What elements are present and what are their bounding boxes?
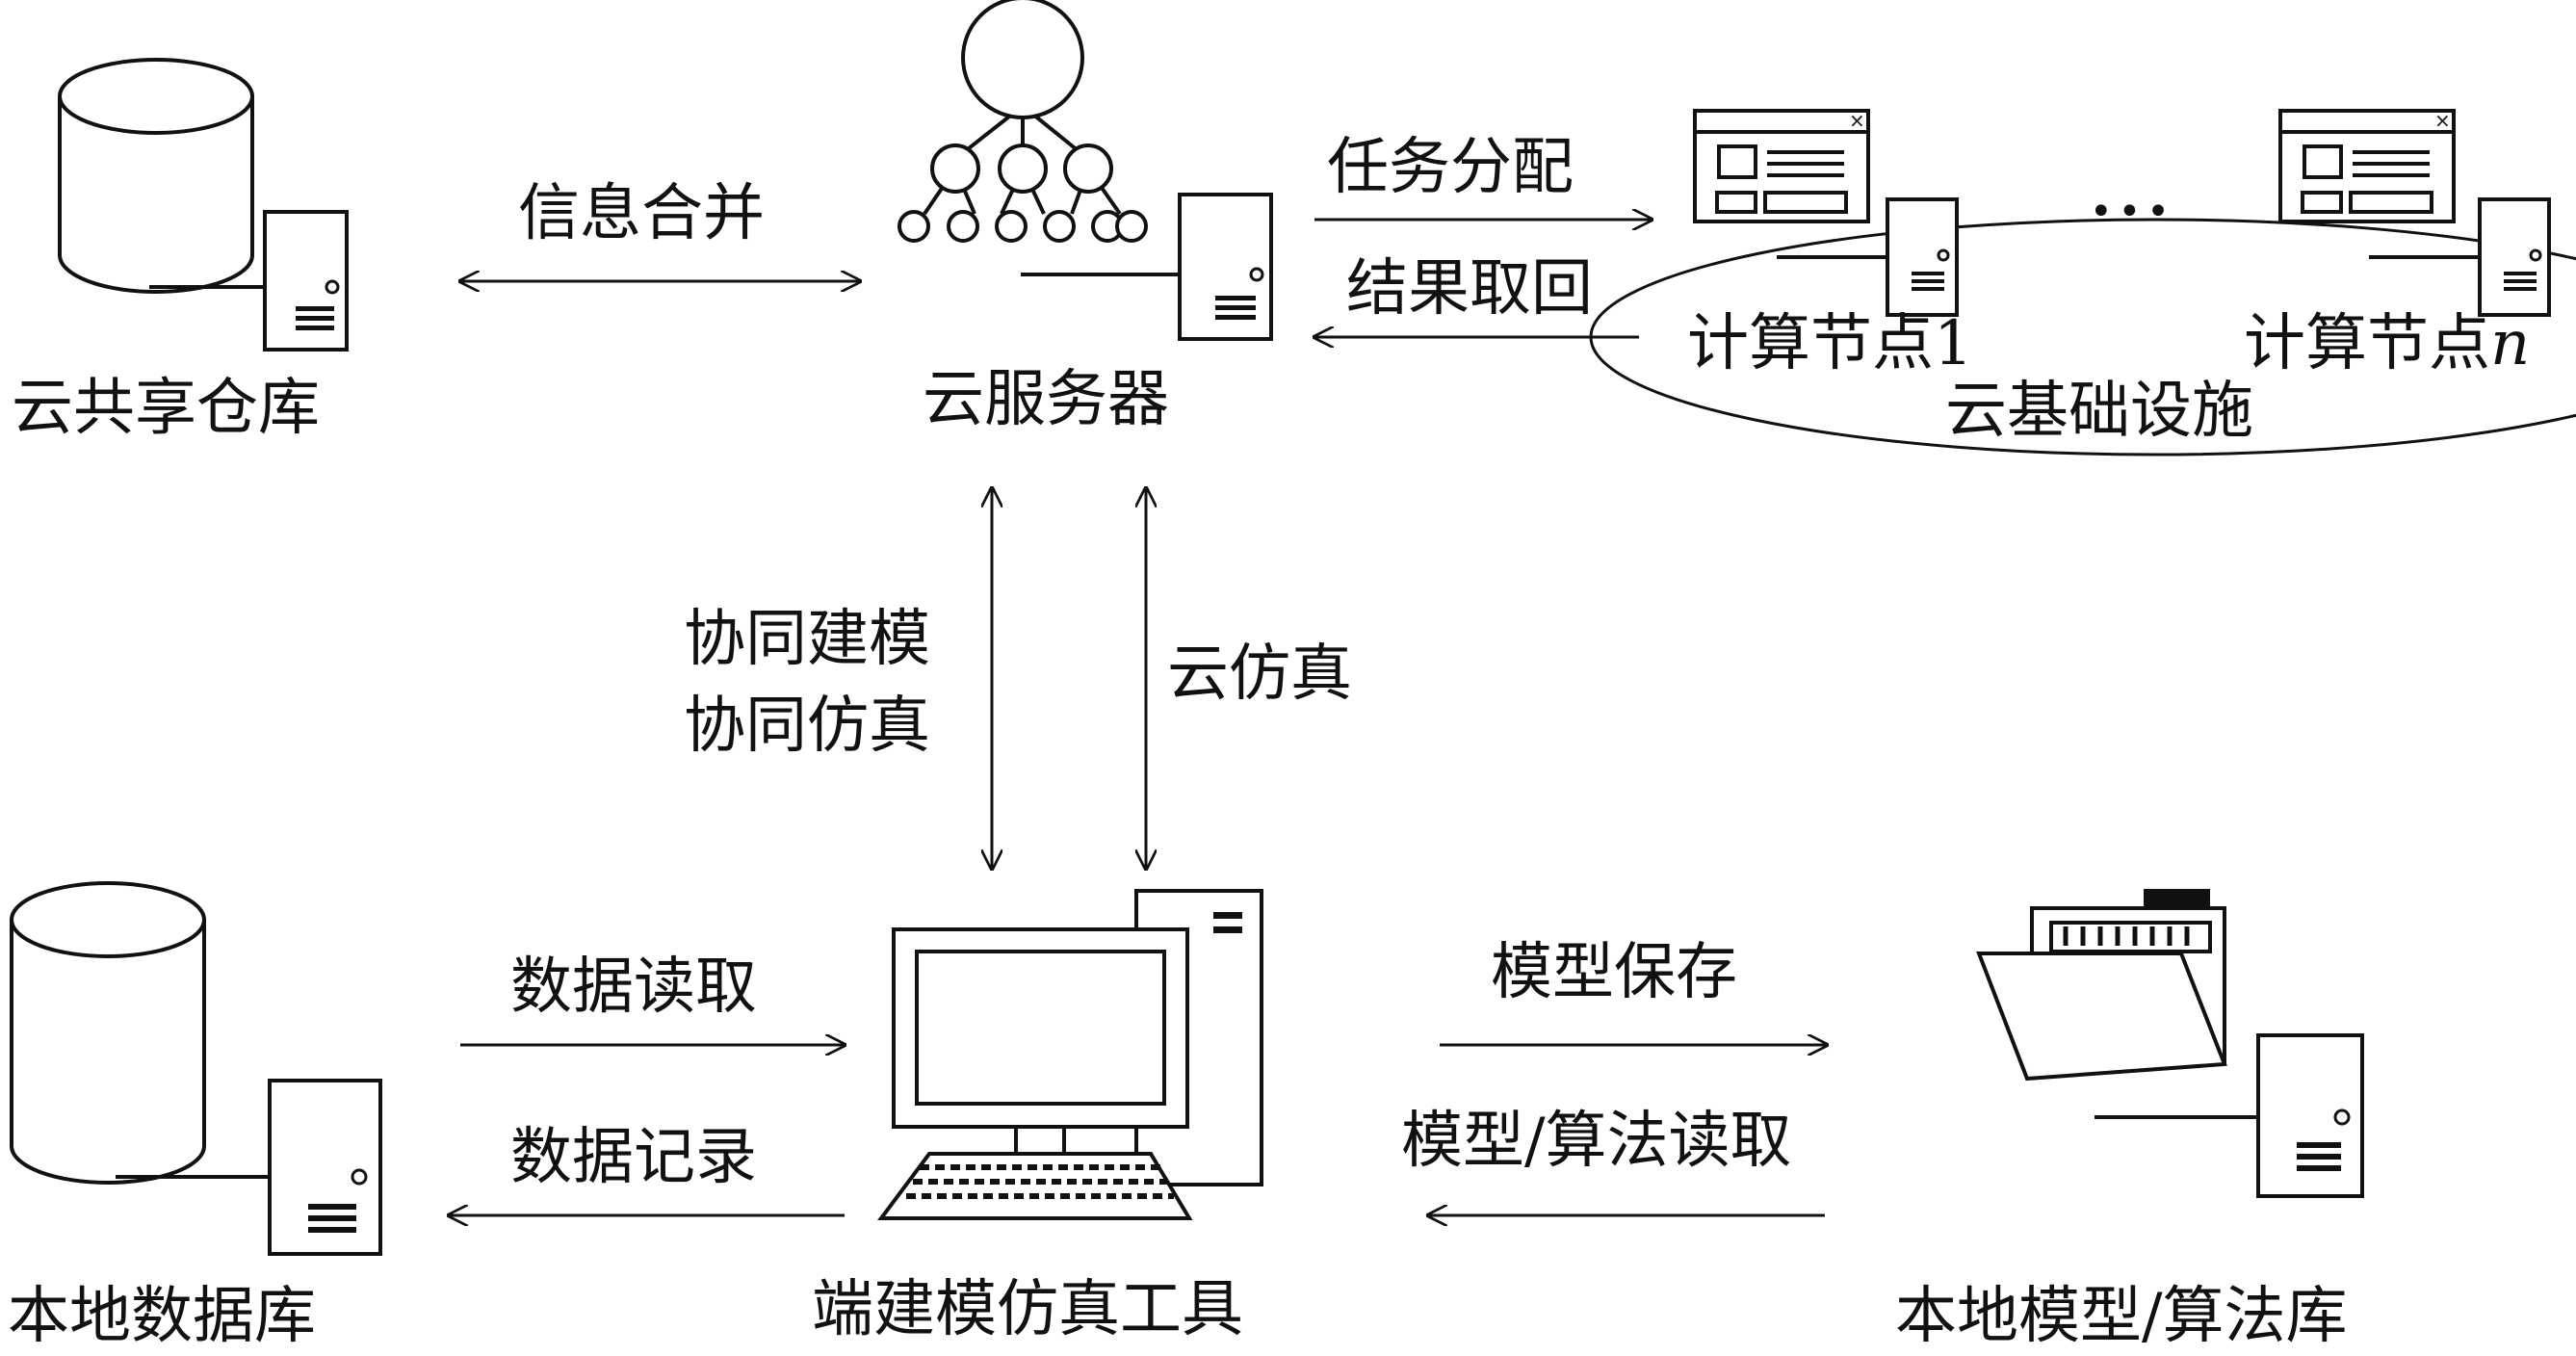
compute-node-1-window-icon: ×: [1693, 109, 1870, 223]
ellipsis-dots: •••: [2090, 190, 2175, 234]
result-fetch-label: 结果取回: [1346, 253, 1593, 325]
local-db-server-icon: [116, 1079, 382, 1256]
cloud-sim-label: 云仿真: [1167, 639, 1352, 710]
folder-icon: [1976, 889, 2227, 1082]
compute-node-n-label: 计算节点n: [2244, 313, 2530, 375]
data-read-label: 数据读取: [510, 952, 757, 1023]
compute-node-n-index: n: [2490, 308, 2531, 379]
local-db-label: 本地数据库: [8, 1281, 316, 1352]
compute-node-1-server-icon: [1777, 197, 1959, 317]
client-tool-label: 端建模仿真工具: [812, 1274, 1243, 1345]
desktop-computer-icon: [877, 889, 1263, 1220]
compute-node-n-window-icon: ×: [2278, 109, 2456, 223]
compute-node-n-prefix: 计算节点: [2244, 308, 2490, 379]
compute-node-n-server-icon: [2369, 197, 2551, 317]
collab-sim-label: 协同仿真: [684, 691, 930, 762]
local-model-server-icon: [2095, 1033, 2364, 1198]
model-algo-read-label: 模型/算法读取: [1401, 1106, 1792, 1177]
cloud-repo-database-icon: [58, 58, 254, 294]
svg-text:×: ×: [2434, 109, 2451, 132]
cloud-server-label: 云服务器: [923, 364, 1169, 435]
task-assign-label: 任务分配: [1327, 132, 1574, 203]
info-merge-label: 信息合并: [518, 178, 765, 249]
svg-text:×: ×: [1849, 109, 1865, 132]
compute-node-1-label: 计算节点1: [1687, 308, 1973, 379]
local-model-lib-label: 本地模型/算法库: [1895, 1281, 2348, 1352]
collab-modeling-label: 协同建模: [684, 604, 930, 675]
cloud-infra-label: 云基础设施: [1945, 376, 2253, 447]
model-save-label: 模型保存: [1491, 937, 1737, 1008]
local-db-database-icon: [10, 881, 206, 1185]
cloud-repo-server-icon: [149, 210, 349, 352]
network-hierarchy-icon: [898, 0, 1148, 243]
cloud-server-box-icon: [1021, 193, 1273, 341]
data-record-label: 数据记录: [510, 1122, 757, 1193]
cloud-repo-label: 云共享仓库: [12, 373, 320, 444]
